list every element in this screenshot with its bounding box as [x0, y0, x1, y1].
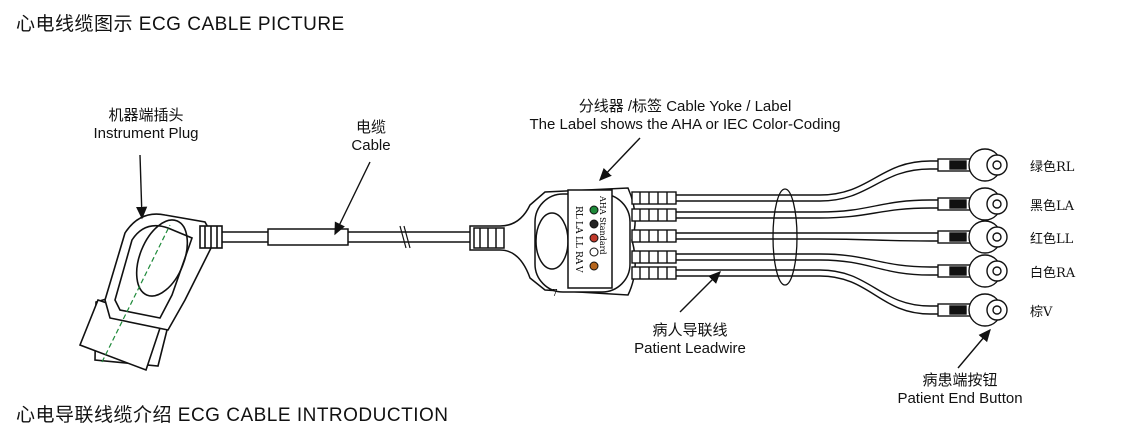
- cable-arrow: [334, 161, 371, 236]
- lead-4: [631, 266, 1008, 327]
- cable-label: 电缆 Cable: [330, 119, 412, 155]
- cable-label-cn: 电缆: [355, 119, 386, 136]
- yoke-arrow: [599, 137, 641, 182]
- yoke-callout: 分线器 /标签 Cable Yoke / Label The Label sho…: [495, 98, 875, 134]
- yoke-dot-0: [589, 205, 599, 215]
- yoke-code-2: LL: [573, 236, 583, 248]
- yoke-code-4: V: [573, 265, 583, 273]
- plug-label: 机器端插头 Instrument Plug: [82, 107, 210, 143]
- yoke-dot-1: [589, 219, 599, 229]
- yoke-dot-3: [589, 247, 599, 257]
- yoke-label-en: The Label shows the AHA or IEC Color-Cod…: [529, 116, 841, 133]
- yoke-label-cn: 分线器 /标签 Cable Yoke / Label: [578, 98, 792, 115]
- lead-tag-2: 红色LL: [1030, 232, 1074, 247]
- leadwire-arrow: [679, 271, 721, 313]
- lead-1: [631, 187, 1008, 222]
- cable-yoke: [469, 187, 636, 296]
- yoke-dot-2: [589, 233, 599, 243]
- yoke-label: AHA Standard RL LA LL RAV: [573, 195, 607, 273]
- patient-leadwires: [631, 148, 1008, 327]
- lead-tag-4: 棕V: [1030, 305, 1053, 320]
- button-label-en: Patient End Button: [897, 390, 1023, 407]
- leadwire-label: 病人导联线 Patient Leadwire: [620, 322, 760, 358]
- yoke-code-0: RL: [573, 206, 583, 219]
- button-label-cn: 病患端按钮: [922, 372, 998, 389]
- main-cable: [222, 225, 470, 249]
- leadwire-label-en: Patient Leadwire: [634, 340, 746, 357]
- plug-label-en: Instrument Plug: [93, 125, 199, 142]
- lead-0: [631, 148, 1008, 205]
- leadwire-label-cn: 病人导联线: [652, 322, 728, 339]
- lead-3: [631, 250, 1008, 288]
- section-title: 心电导联线缆介绍 ECG CABLE INTRODUCTION: [16, 405, 449, 426]
- lead-2: [631, 220, 1008, 254]
- plug-arrow: [136, 154, 148, 220]
- lead-tag-1: 黑色LA: [1030, 199, 1075, 214]
- lead-tag-3: 白色RA: [1030, 266, 1076, 281]
- instrument-plug: [78, 213, 223, 372]
- yoke-number: 7: [552, 289, 558, 299]
- lead-bundle-ring: [772, 188, 798, 286]
- yoke-dot-4: [589, 261, 599, 271]
- button-label: 病患端按钮 Patient End Button: [880, 372, 1040, 408]
- lead-tag-0: 绿色RL: [1030, 160, 1075, 175]
- yoke-code-3: RA: [573, 251, 583, 265]
- button-arrow: [957, 328, 991, 369]
- plug-label-cn: 机器端插头: [108, 107, 184, 124]
- yoke-code-1: LA: [573, 221, 583, 234]
- page-title: 心电线缆图示 ECG CABLE PICTURE: [16, 14, 345, 35]
- cable-label-en: Cable: [351, 137, 391, 154]
- yoke-label-header: AHA Standard: [598, 195, 607, 255]
